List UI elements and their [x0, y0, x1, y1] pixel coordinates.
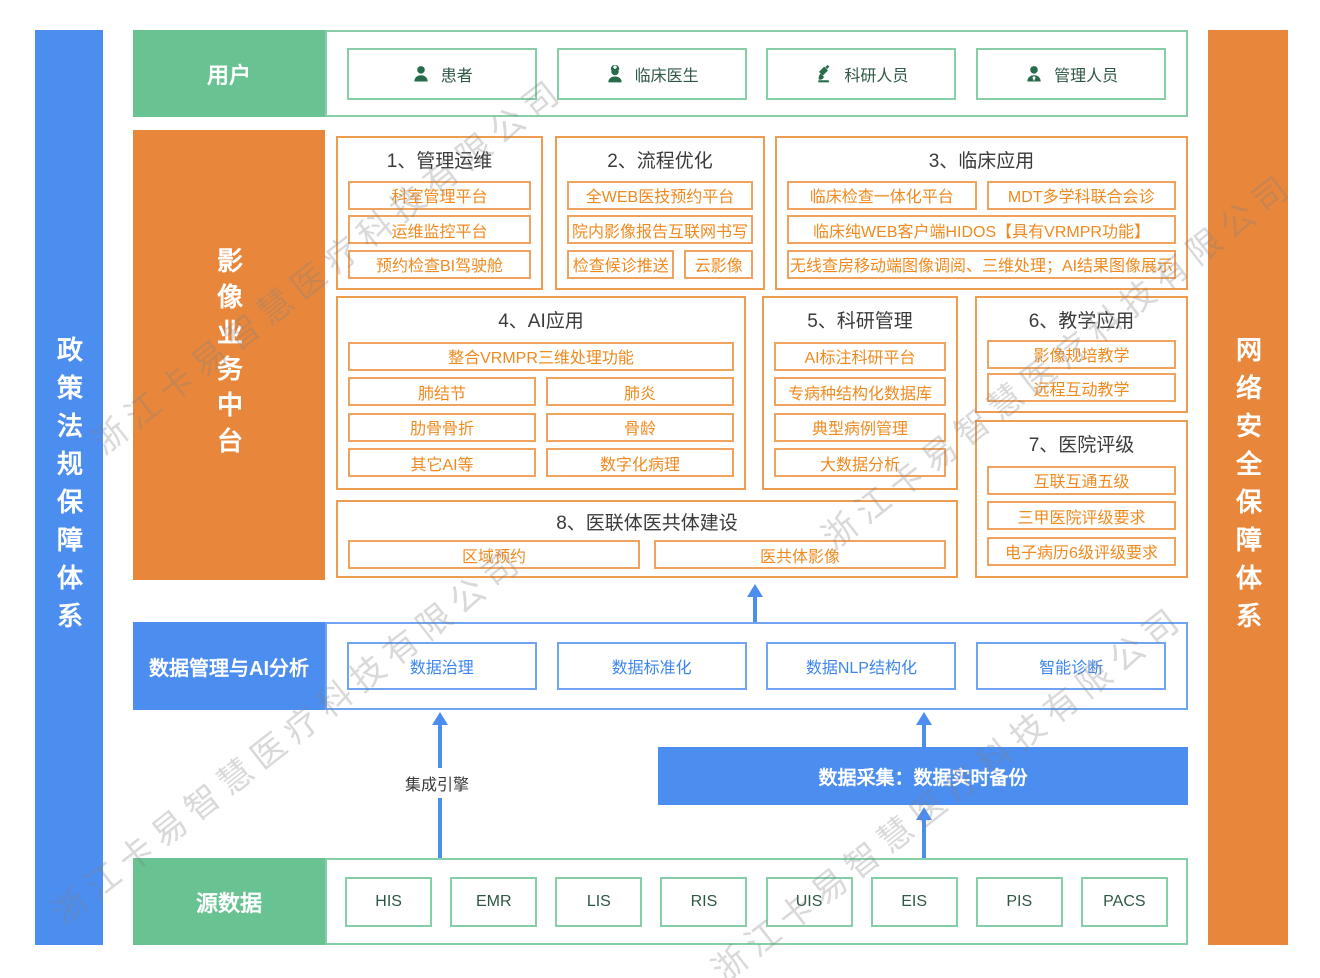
platform-item: 三甲医院评级要求 — [987, 501, 1176, 530]
arrow-up-icon — [747, 584, 763, 597]
imaging-platform-label: 影像业务中台 — [213, 247, 244, 463]
user-chip-patient: 患者 — [346, 47, 537, 100]
platform-item: 科室管理平台 — [348, 180, 531, 210]
section-teaching-application: 6、教学应用 影像规培教学 远程互动教学 — [975, 296, 1188, 413]
platform-item: 远程互动教学 — [987, 373, 1176, 403]
user-chip-doctor: 临床医生 — [556, 47, 747, 100]
section-title: 5、科研管理 — [807, 311, 913, 332]
section-title: 3、临床应用 — [928, 151, 1035, 172]
users-row-container: 患者 临床医生 科研人员 管理人员 — [325, 30, 1188, 117]
user-chip-label: 管理人员 — [1054, 67, 1119, 85]
network-security-label: 网络安全保障体系 — [1232, 335, 1263, 640]
section-research-management: 5、科研管理 AI标注科研平台 专病种结构化数据库 典型病例管理 大数据分析 — [762, 296, 958, 490]
source-row-container: HIS EMR LIS RIS UIS EIS PIS PACS — [325, 858, 1188, 945]
microscope-icon — [814, 64, 834, 84]
data-mgmt-item: 数据NLP结构化 — [766, 642, 957, 690]
source-system-uis: UIS — [765, 876, 853, 927]
data-mgmt-label: 数据管理与AI分析 — [133, 622, 325, 710]
platform-item: 大数据分析 — [774, 448, 946, 478]
platform-item: 临床纯WEB客户端HIDOS【具有VRMPR功能】 — [787, 215, 1176, 244]
platform-item: 互联互通五级 — [987, 465, 1176, 495]
source-system-eis: EIS — [870, 876, 958, 927]
integration-engine-label: 集成引擎 — [385, 768, 489, 798]
data-mgmt-item: 数据治理 — [346, 642, 537, 690]
users-row-label: 用户 — [133, 30, 325, 117]
platform-item: 无线查房移动端图像调阅、三维处理；AI结果图像展示 — [787, 249, 1176, 279]
platform-item: 肋骨骨折 — [348, 412, 536, 442]
platform-item: 肺炎 — [546, 377, 734, 407]
source-system-pacs: PACS — [1080, 876, 1168, 927]
manager-icon — [1024, 64, 1044, 84]
policy-regulation-bar: 政策法规保障体系 — [35, 30, 103, 945]
platform-item: 运维监控平台 — [348, 215, 531, 244]
imaging-platform-label-box: 影像业务中台 — [133, 130, 325, 580]
source-system-lis: LIS — [555, 876, 643, 927]
source-system-ris: RIS — [660, 876, 748, 927]
network-security-bar: 网络安全保障体系 — [1208, 30, 1288, 945]
platform-item: 数字化病理 — [546, 448, 734, 478]
data-mgmt-container: 数据治理 数据标准化 数据NLP结构化 智能诊断 — [325, 622, 1188, 710]
platform-item: AI标注科研平台 — [774, 341, 946, 371]
section-title: 8、医联体医共体建设 — [556, 513, 738, 534]
platform-item: 全WEB医技预约平台 — [567, 180, 753, 210]
section-medical-alliance: 8、医联体医共体建设 区域预约 医共体影像 — [336, 500, 958, 578]
imaging-platform-content: 1、管理运维 科室管理平台 运维监控平台 预约检查BI驾驶舱 2、流程优化 全W… — [333, 130, 1188, 580]
platform-item: 整合VRMPR三维处理功能 — [348, 341, 734, 371]
user-chip-label: 临床医生 — [634, 67, 699, 85]
platform-item: 院内影像报告互联网书写 — [567, 215, 753, 244]
section-ai-application: 4、AI应用 整合VRMPR三维处理功能 肺结节 肺炎 肋骨骨折 骨龄 其它AI… — [336, 296, 746, 490]
arrow-line — [922, 723, 926, 747]
source-system-emr: EMR — [450, 876, 538, 927]
patient-icon — [411, 64, 431, 84]
arrow-up-icon — [916, 712, 932, 725]
section-title: 4、AI应用 — [498, 311, 584, 332]
data-mgmt-item: 数据标准化 — [556, 642, 747, 690]
data-collection-box: 数据采集：数据实时备份 — [658, 747, 1188, 805]
user-chip-researcher: 科研人员 — [766, 47, 957, 100]
platform-item: 临床检查一体化平台 — [787, 180, 977, 210]
arrow-line — [922, 818, 926, 858]
section-title: 2、流程优化 — [607, 151, 713, 172]
platform-item: 预约检查BI驾驶舱 — [348, 249, 531, 279]
user-chip-label: 科研人员 — [844, 67, 909, 85]
platform-item: 区域预约 — [348, 540, 640, 569]
section-management-ops: 1、管理运维 科室管理平台 运维监控平台 预约检查BI驾驶舱 — [336, 136, 543, 290]
source-system-pis: PIS — [975, 876, 1063, 927]
arrow-up-icon — [916, 807, 932, 820]
arrow-up-icon — [432, 712, 448, 725]
section-title: 6、教学应用 — [1028, 311, 1135, 332]
source-system-his: HIS — [345, 876, 433, 927]
data-mgmt-item: 智能诊断 — [976, 642, 1167, 690]
section-title: 1、管理运维 — [386, 151, 493, 172]
platform-item: 电子病历6级评级要求 — [987, 536, 1176, 566]
platform-item: 骨龄 — [546, 412, 734, 442]
platform-item: 医共体影像 — [654, 540, 946, 569]
platform-item: 其它AI等 — [348, 448, 536, 478]
policy-regulation-label: 政策法规保障体系 — [53, 335, 84, 640]
user-chip-label: 患者 — [440, 67, 473, 85]
platform-item: MDT多学科联合会诊 — [986, 180, 1176, 210]
platform-item: 影像规培教学 — [987, 339, 1176, 369]
platform-item: 专病种结构化数据库 — [774, 377, 946, 407]
arrow-line — [753, 595, 757, 622]
section-clinical-application: 3、临床应用 临床检查一体化平台 MDT多学科联合会诊 临床纯WEB客户端HID… — [775, 136, 1188, 290]
section-process-optimization: 2、流程优化 全WEB医技预约平台 院内影像报告互联网书写 检查候诊推送 云影像 — [555, 136, 765, 290]
platform-item: 云影像 — [684, 249, 753, 279]
user-chip-manager: 管理人员 — [976, 47, 1167, 100]
platform-item: 典型病例管理 — [774, 412, 946, 442]
platform-item: 肺结节 — [348, 377, 536, 407]
source-row-label: 源数据 — [133, 858, 325, 945]
section-hospital-rating: 7、医院评级 互联互通五级 三甲医院评级要求 电子病历6级评级要求 — [975, 420, 1188, 578]
doctor-icon — [605, 64, 625, 84]
section-title: 7、医院评级 — [1028, 435, 1135, 456]
platform-item: 检查候诊推送 — [567, 249, 675, 279]
